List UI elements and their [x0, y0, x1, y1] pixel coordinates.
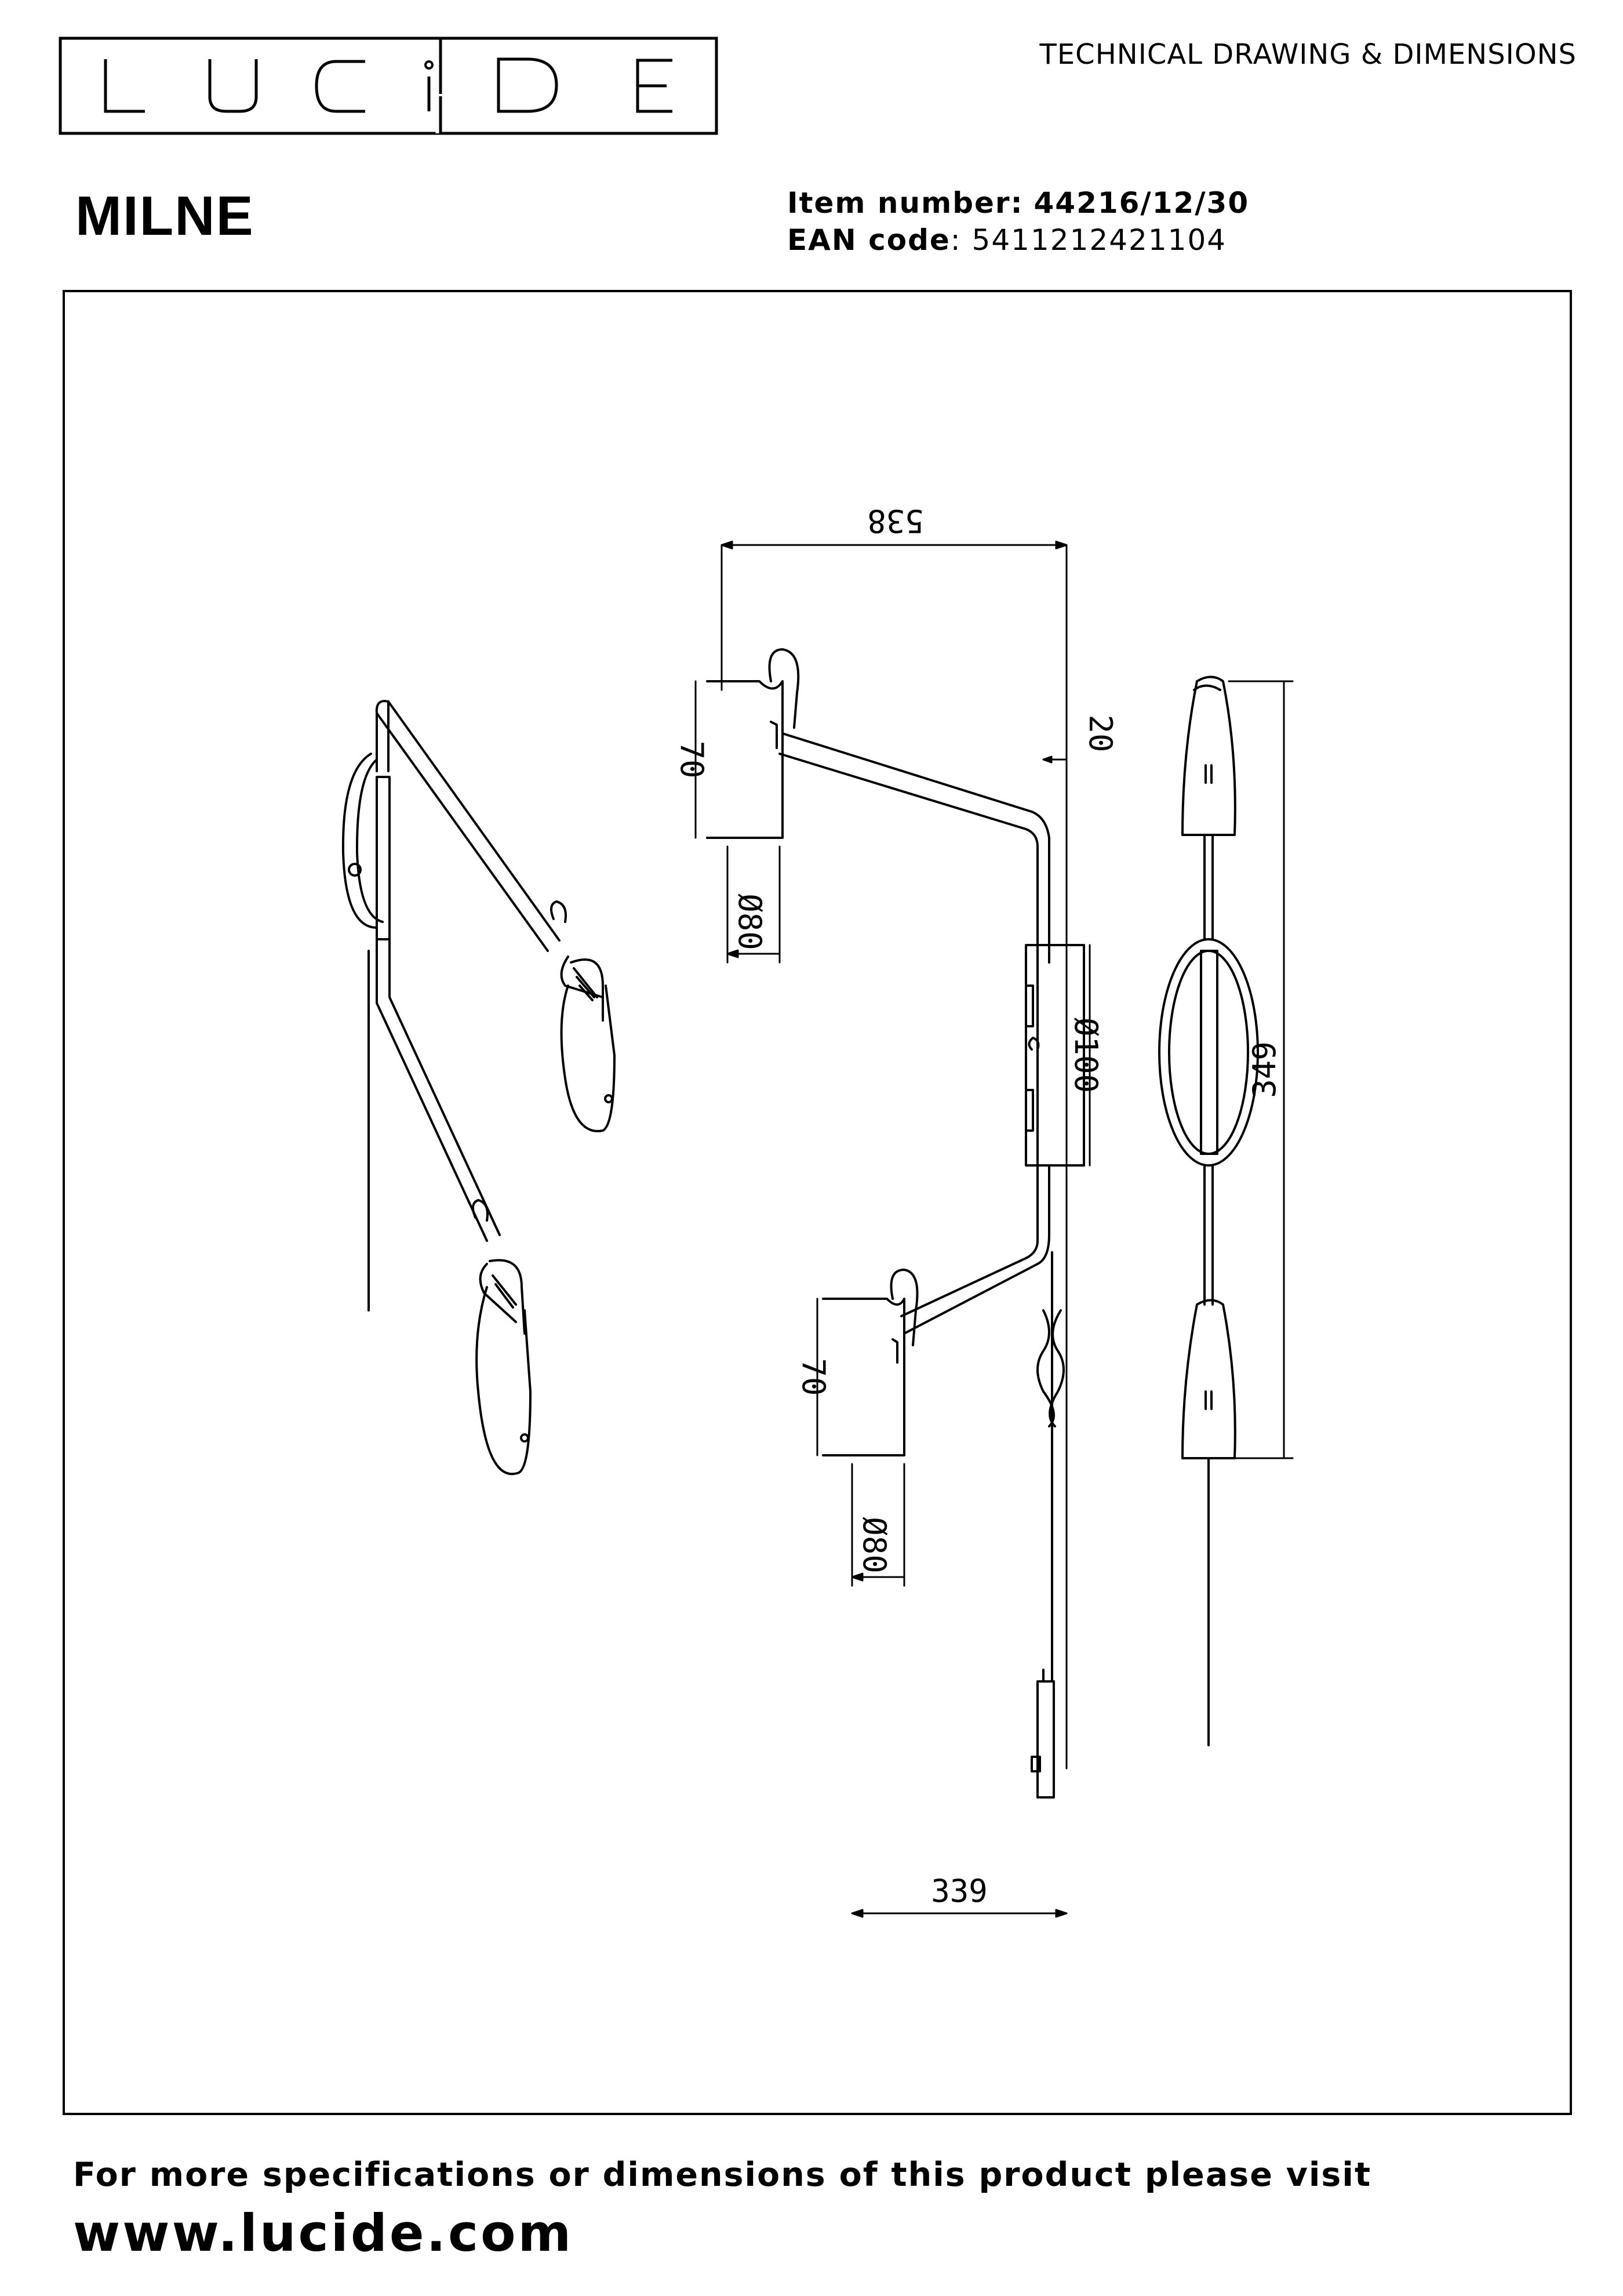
dim-total-height: 349	[1246, 1041, 1283, 1098]
dimension-lines	[694, 540, 1294, 1918]
front-view	[706, 648, 1085, 1799]
item-number-value: 44216/12/30	[1034, 186, 1250, 220]
lucide-logo	[59, 37, 718, 135]
ean-value: 5411212421104	[971, 223, 1227, 257]
dim-total-width: 538	[867, 503, 924, 539]
product-name: MILNE	[75, 185, 254, 247]
footer-note: For more specifications or dimensions of…	[73, 2156, 1372, 2194]
document-type: TECHNICAL DRAWING & DIMENSIONS	[1039, 38, 1577, 71]
dim-lower-arm-width: 339	[931, 1873, 988, 1909]
product-meta: Item number: 44216/12/30 EAN code: 54112…	[787, 184, 1249, 259]
dim-shade-height-bottom: 70	[795, 1358, 832, 1396]
dim-arm-offset: 20	[1082, 714, 1119, 752]
item-number-label: Item number:	[787, 186, 1024, 220]
ean-label: EAN code	[787, 223, 951, 257]
drawing-frame	[63, 290, 1572, 2115]
dim-shade-diameter-top: Ø80	[732, 893, 768, 950]
side-view	[1158, 675, 1259, 1746]
perspective-view	[341, 700, 616, 1476]
item-number-row: Item number: 44216/12/30	[787, 184, 1249, 221]
dim-base-diameter: Ø100	[1068, 1018, 1104, 1093]
ean-row: EAN code: 5411212421104	[787, 223, 1227, 257]
dim-shade-height-top: 70	[674, 740, 710, 778]
dim-shade-diameter-bottom: Ø80	[856, 1517, 893, 1574]
footer-url-link[interactable]: www.lucide.com	[73, 2203, 574, 2263]
